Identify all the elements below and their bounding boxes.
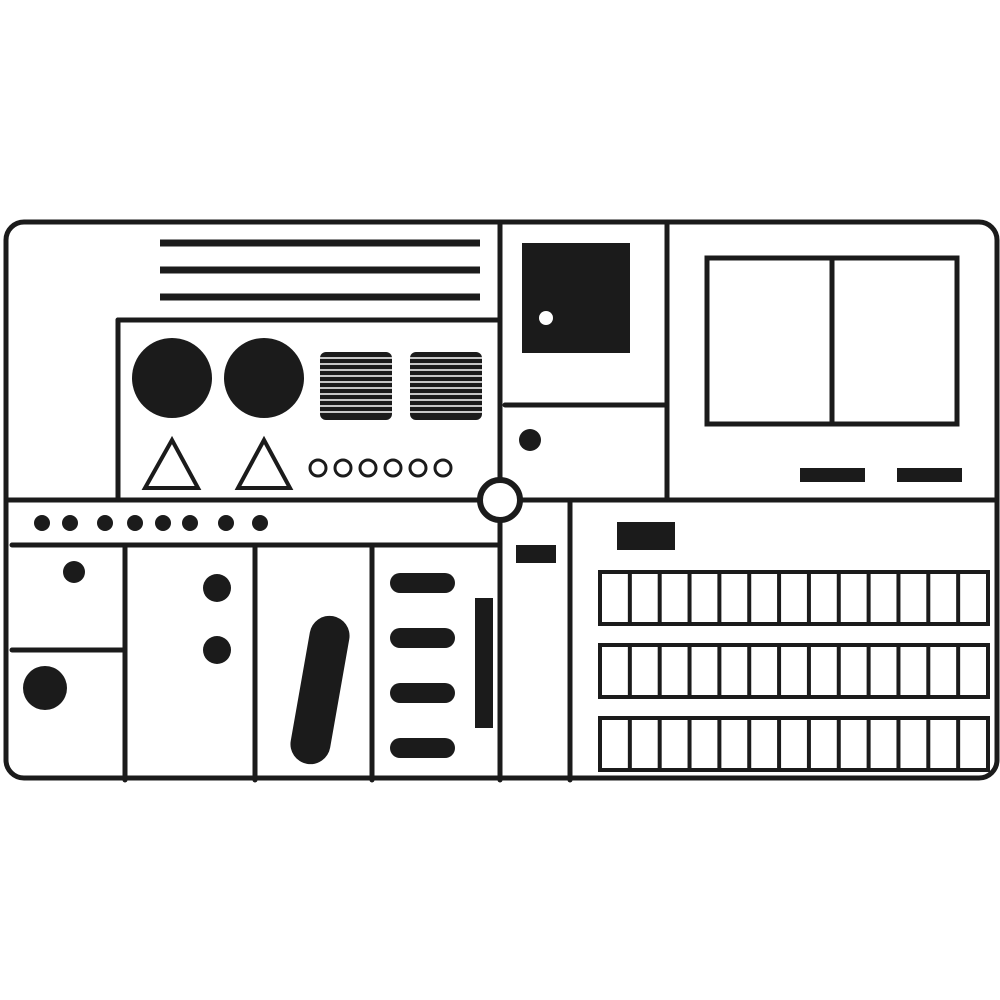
small-wheel-part bbox=[34, 515, 50, 531]
panel-black bbox=[522, 243, 630, 353]
rods bbox=[160, 239, 480, 301]
small-wheel-part bbox=[218, 515, 234, 531]
ladders bbox=[598, 570, 990, 772]
hub-ring bbox=[477, 477, 523, 523]
ladder-part bbox=[598, 716, 990, 772]
ring-part bbox=[433, 458, 453, 478]
ladder-part bbox=[598, 570, 990, 626]
bars bbox=[290, 468, 962, 765]
rings bbox=[308, 458, 453, 478]
small-wheels bbox=[34, 515, 268, 531]
small-wheel-part bbox=[97, 515, 113, 531]
springs bbox=[320, 352, 482, 420]
springs-grooves bbox=[320, 357, 482, 413]
ring-part bbox=[358, 458, 378, 478]
ring-part bbox=[408, 458, 428, 478]
a-frames bbox=[141, 435, 294, 490]
ring-part bbox=[308, 458, 328, 478]
small-wheel-part bbox=[62, 515, 78, 531]
ring-part bbox=[333, 458, 353, 478]
ladder-part bbox=[598, 643, 990, 699]
wheels bbox=[23, 338, 541, 710]
sprue-frame bbox=[3, 219, 1000, 783]
small-wheel-part bbox=[127, 515, 143, 531]
small-wheel-part bbox=[182, 515, 198, 531]
small-wheel-part bbox=[252, 515, 268, 531]
small-wheel-part bbox=[155, 515, 171, 531]
window-frame bbox=[704, 255, 960, 427]
ring-part bbox=[383, 458, 403, 478]
cylinders bbox=[390, 573, 493, 758]
